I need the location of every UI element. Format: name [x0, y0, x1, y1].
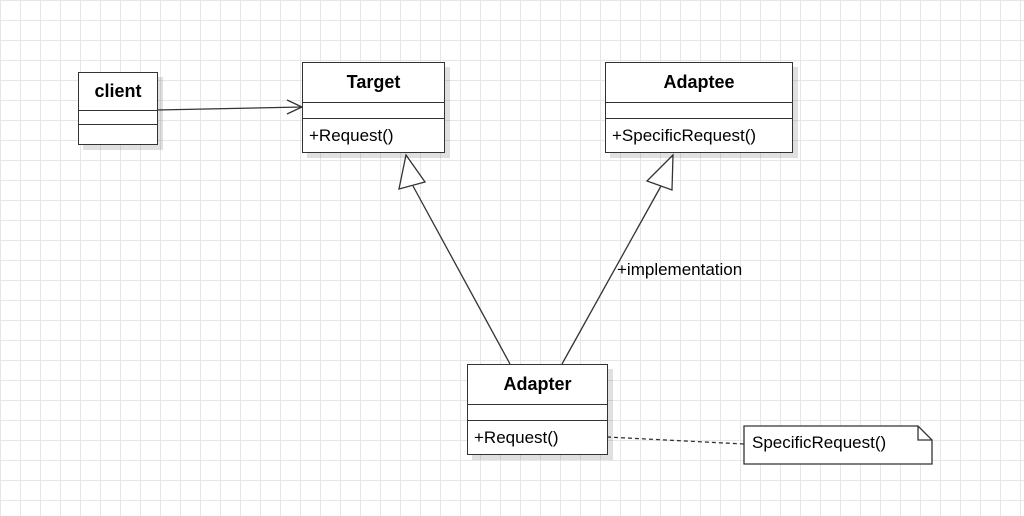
class-client-attributes: [79, 111, 157, 125]
note-box[interactable]: SpecificRequest(): [744, 426, 932, 464]
class-adaptee[interactable]: Adaptee +SpecificRequest(): [605, 62, 793, 153]
association-line-client-target[interactable]: [156, 106, 303, 111]
generalization-arrowhead-target: [398, 153, 427, 190]
class-target-attributes: [303, 103, 444, 119]
class-adapter[interactable]: Adapter +Request(): [467, 364, 608, 455]
class-target[interactable]: Target +Request(): [302, 62, 445, 153]
class-client-operations: [79, 125, 157, 144]
class-adaptee-operations: +SpecificRequest(): [612, 125, 757, 145]
class-adapter-name: Adapter: [468, 365, 607, 405]
note-text: SpecificRequest(): [752, 433, 887, 452]
class-adaptee-attributes: [606, 103, 792, 119]
note-link-line[interactable]: [606, 436, 745, 445]
class-adaptee-name: Adaptee: [606, 63, 792, 103]
generalization-line-adapter-adaptee[interactable]: [561, 185, 662, 365]
note-fold-corner: [917, 426, 932, 441]
class-adapter-operations: +Request(): [474, 427, 559, 447]
relation-label-implementation: +implementation: [617, 260, 743, 279]
class-target-name: Target: [303, 63, 444, 103]
generalization-arrowhead-adaptee: [645, 153, 674, 191]
note-shape[interactable]: [743, 425, 933, 465]
class-client[interactable]: client: [78, 72, 158, 145]
generalization-line-adapter-target[interactable]: [412, 185, 511, 365]
class-client-name: client: [79, 73, 157, 111]
class-adapter-attributes: [468, 405, 607, 421]
class-target-operations: +Request(): [309, 125, 394, 145]
